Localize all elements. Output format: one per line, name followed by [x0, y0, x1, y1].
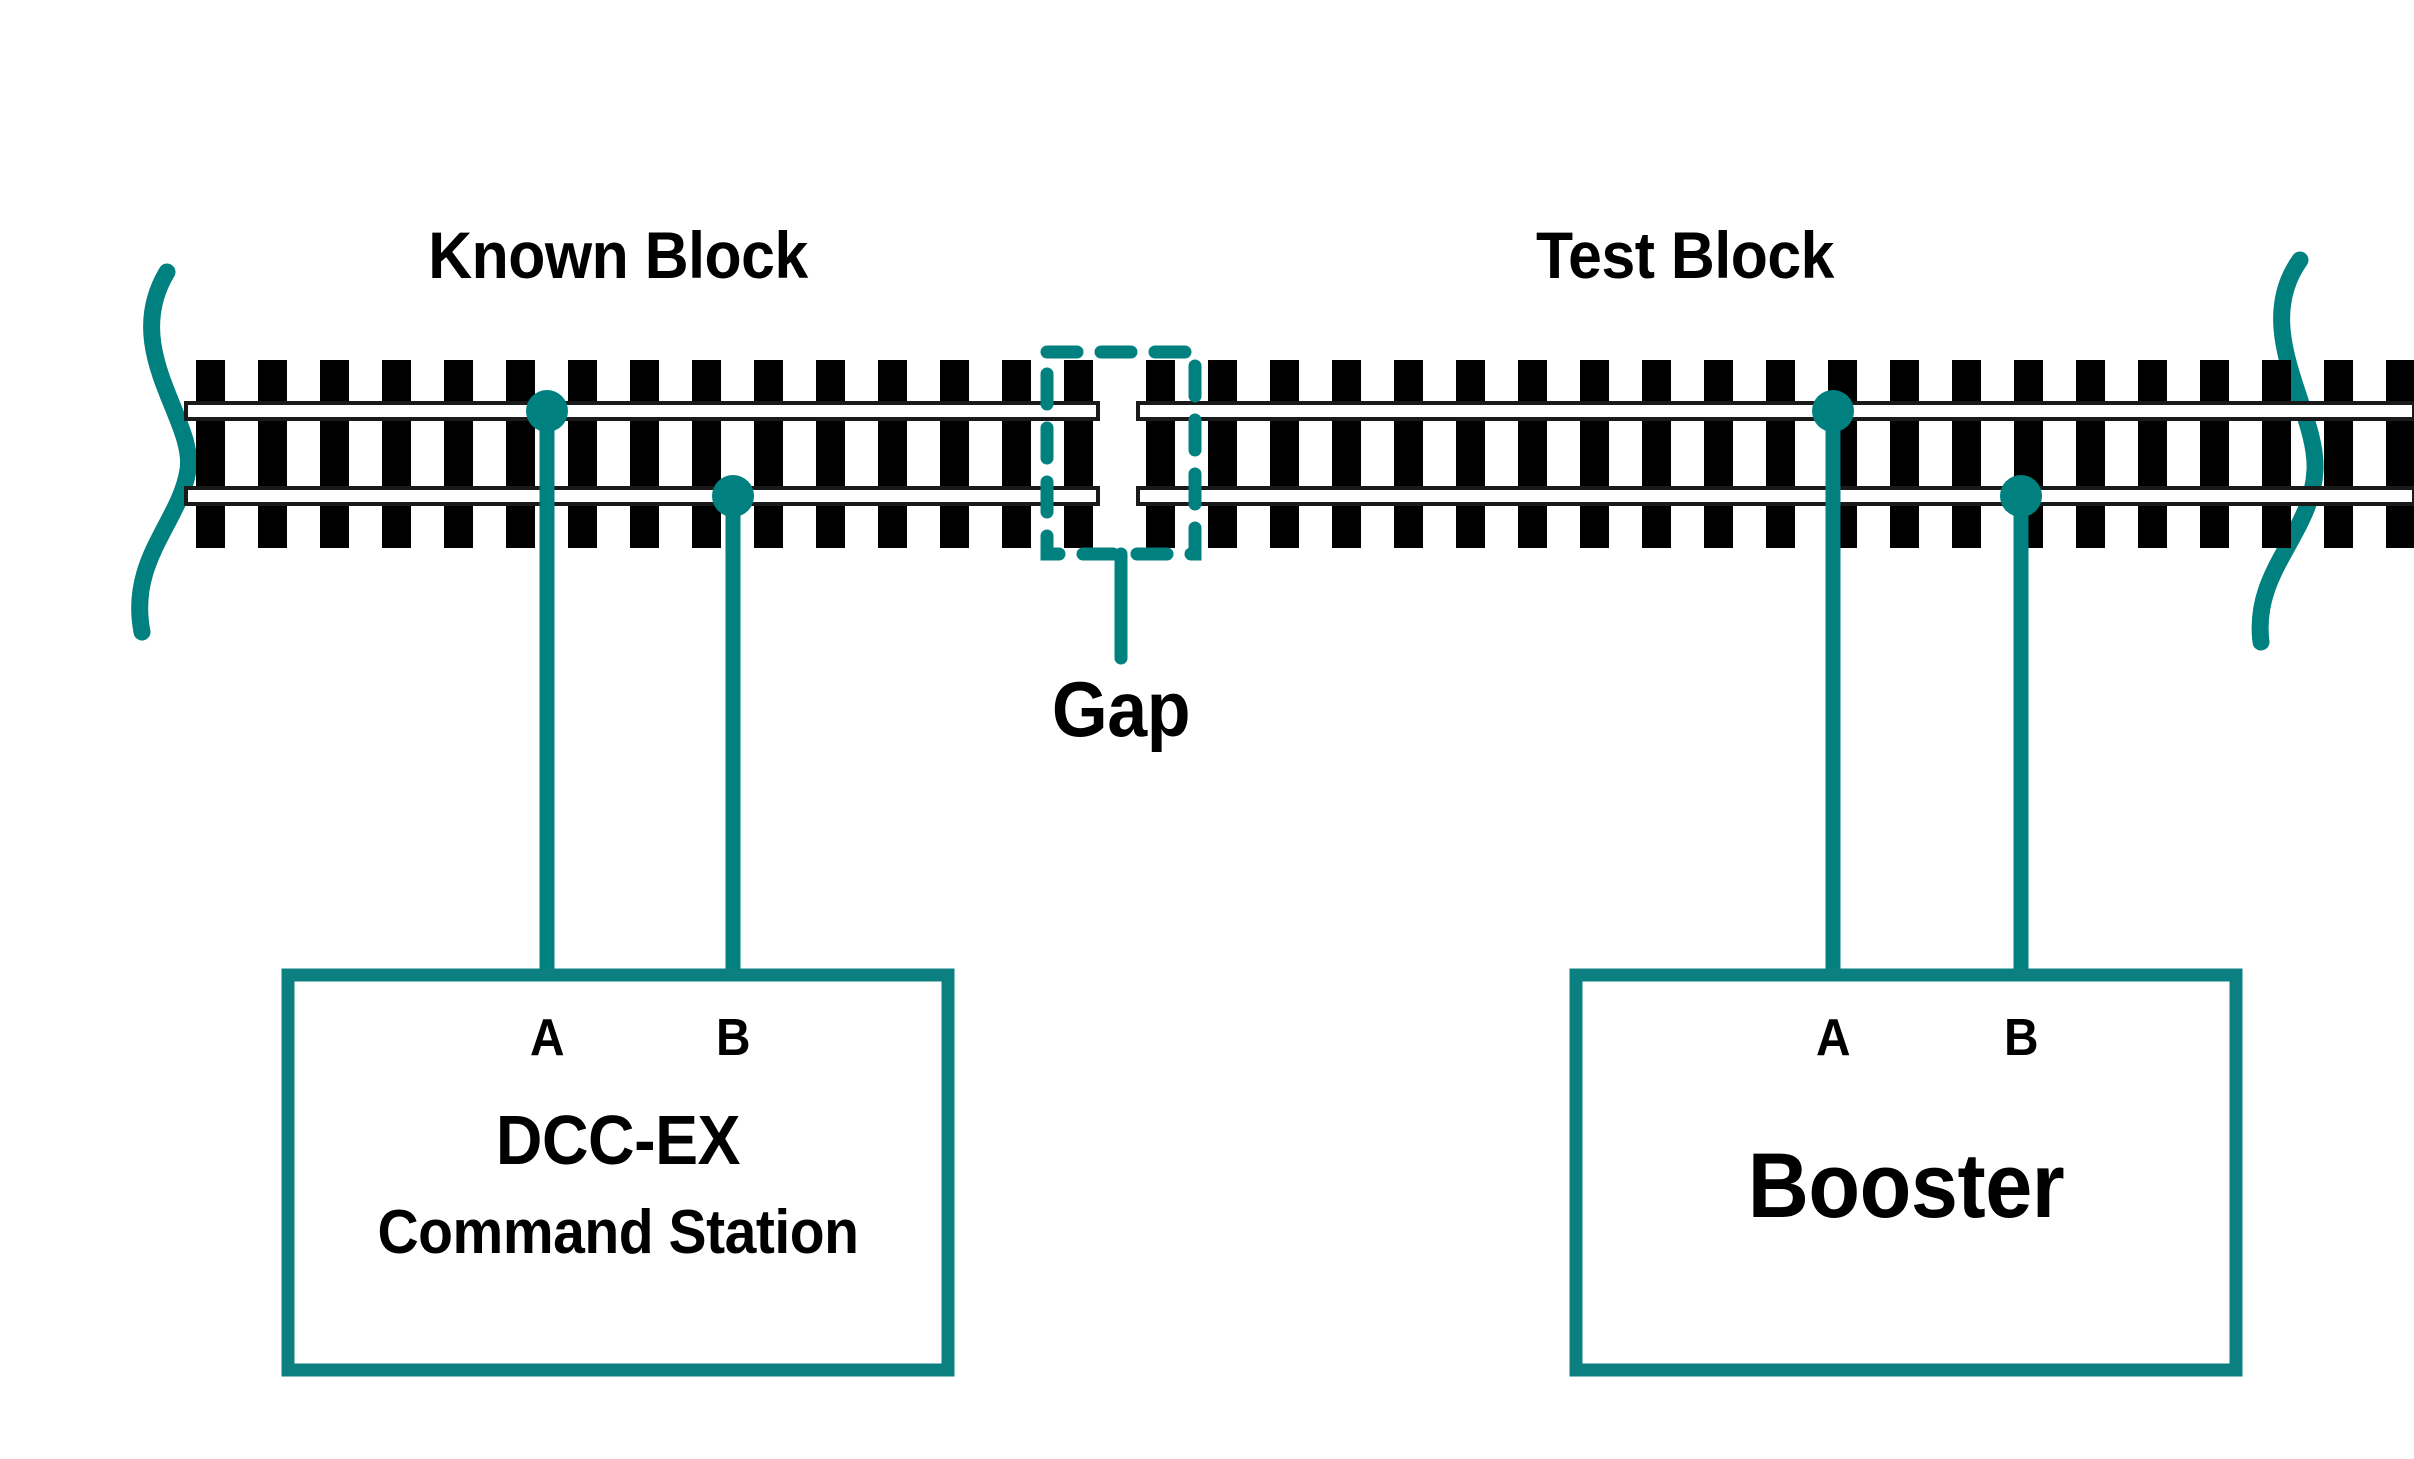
solder-dot-command-station-b	[712, 475, 754, 517]
upper-rail-known-block	[184, 401, 1100, 421]
track-ties-test-block	[1146, 360, 2414, 548]
command-station-box[interactable]	[281, 968, 955, 1377]
booster-terminal-b-label: B	[2003, 1009, 2039, 1067]
solder-dot-booster-b	[2000, 475, 2042, 517]
booster-title: Booster	[1747, 1135, 2065, 1237]
gap-label: Gap	[1051, 665, 1191, 753]
solder-dot-booster-a	[1812, 390, 1854, 432]
upper-rail-test-block	[1136, 401, 2414, 421]
command-station-title: DCC-EX	[495, 1101, 741, 1179]
track-ties-known-block	[196, 360, 1093, 548]
right-continuation-bracket	[2251, 251, 2324, 651]
command-station-subtitle: Command Station	[377, 1198, 859, 1267]
left-continuation-bracket	[131, 263, 198, 641]
booster-box[interactable]	[1569, 968, 2243, 1377]
lower-rail-test-block	[1136, 486, 2414, 506]
solder-dot-command-station-a	[526, 390, 568, 432]
gap-highlight-box	[1040, 345, 1202, 561]
lower-rail-known-block	[184, 486, 1100, 506]
command-station-terminal-a-label: A	[529, 1009, 565, 1067]
booster-terminal-a-label: A	[1815, 1009, 1851, 1067]
known-block-title: Known Block	[428, 218, 808, 292]
command-station-terminal-b-label: B	[715, 1009, 751, 1067]
test-block-title: Test Block	[1536, 218, 1834, 292]
